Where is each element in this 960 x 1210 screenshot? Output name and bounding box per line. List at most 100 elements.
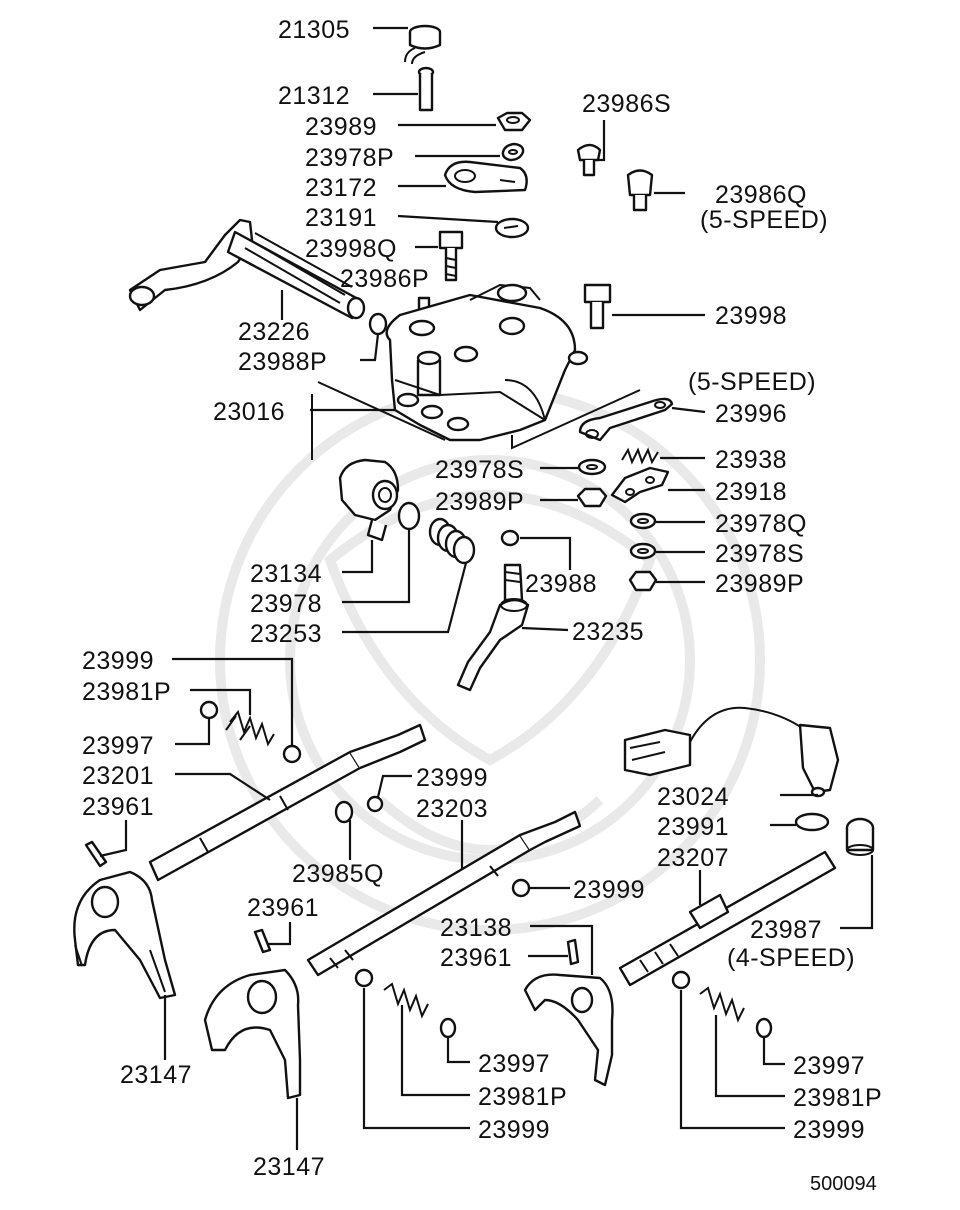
label-23981P-a: 23981P (82, 678, 171, 706)
part-23998 (583, 283, 612, 330)
label-23918: 23918 (715, 478, 787, 506)
label-23201: 23201 (82, 762, 154, 790)
label-21305: 21305 (278, 16, 350, 44)
part-23988P (368, 312, 388, 336)
label-23961-b: 23961 (247, 894, 319, 922)
label-23978S-a: 23978S (435, 456, 524, 484)
label-23998: 23998 (715, 302, 787, 330)
part-23988 (500, 529, 520, 547)
label-23016: 23016 (213, 398, 285, 426)
part-23999-b (366, 795, 384, 813)
part-23203 (306, 810, 582, 977)
label-23978S-b: 23978S (715, 540, 804, 568)
part-23978 (397, 501, 421, 531)
label-5-speed-b: (5-SPEED) (688, 368, 816, 396)
label-23191: 23191 (305, 204, 377, 232)
part-23134 (338, 458, 400, 542)
label-23987: 23987 (750, 916, 822, 944)
part-21305 (404, 24, 442, 65)
label-23989P-a: 23989P (435, 488, 524, 516)
label-23147-b: 23147 (253, 1153, 325, 1181)
part-23191 (494, 217, 530, 239)
label-23997-b: 23997 (478, 1050, 550, 1078)
label-5-speed-a: (5-SPEED) (700, 206, 828, 234)
label-23147-a: 23147 (120, 1061, 192, 1089)
label-23978: 23978 (250, 590, 322, 618)
label-23961-a: 23961 (82, 793, 154, 821)
part-23253 (428, 517, 476, 565)
label-23991: 23991 (657, 813, 729, 841)
part-23999-c (511, 878, 531, 898)
label-23226: 23226 (238, 318, 310, 346)
part-23918 (610, 466, 670, 504)
part-23138 (523, 973, 614, 1087)
label-23988P: 23988P (238, 348, 327, 376)
label-23986S: 23986S (582, 90, 671, 118)
label-23997-a: 23997 (82, 732, 154, 760)
label-23997-c: 23997 (793, 1052, 865, 1080)
part-23961-c (566, 938, 580, 966)
label-23138: 23138 (440, 914, 512, 942)
part-23989 (496, 111, 532, 132)
part-23207 (618, 850, 837, 987)
leader-lines (99, 26, 874, 1150)
part-23998Q (438, 230, 464, 282)
label-23961-c: 23961 (440, 944, 512, 972)
part-23147-a (73, 870, 177, 1000)
part-23997-c (755, 1017, 773, 1039)
label-23985Q: 23985Q (292, 860, 384, 888)
part-23172 (443, 160, 528, 194)
label-23986Q: 23986Q (715, 181, 807, 209)
label-23235: 23235 (572, 618, 644, 646)
label-23134: 23134 (250, 560, 322, 588)
part-23978P (501, 142, 525, 162)
part-23147-b (203, 968, 302, 1100)
part-23961-b (253, 928, 272, 954)
label-23999-d: 23999 (478, 1116, 550, 1144)
part-21312 (417, 66, 435, 112)
label-23978P: 23978P (305, 144, 394, 172)
label-23999-a: 23999 (82, 647, 154, 675)
part-23986S (576, 143, 602, 177)
part-23999-a (282, 744, 302, 764)
part-23978Q (629, 512, 657, 530)
part-23987 (845, 817, 875, 856)
part-labels: 21305 21312 23989 23978P 23172 23191 239… (82, 16, 882, 1195)
label-23207: 23207 (657, 844, 729, 872)
label-23253: 23253 (250, 620, 322, 648)
label-23978Q: 23978Q (715, 510, 807, 538)
part-23226 (128, 218, 366, 320)
label-23024: 23024 (657, 783, 729, 811)
diagram-code: 500094 (810, 1173, 877, 1195)
part-23235 (456, 563, 530, 692)
part-23016 (385, 283, 589, 442)
label-23981P-c: 23981P (793, 1084, 882, 1112)
label-23999-c: 23999 (573, 876, 645, 904)
part-23201 (148, 723, 427, 882)
label-23989: 23989 (305, 113, 377, 141)
part-23997-b (439, 1017, 457, 1039)
part-23938 (621, 447, 659, 465)
label-23172: 23172 (305, 174, 377, 202)
part-23997-a (199, 700, 219, 720)
part-23978S-b (629, 542, 657, 560)
label-23988: 23988 (525, 570, 597, 598)
label-23999-b: 23999 (416, 764, 488, 792)
part-23985Q (334, 800, 354, 824)
label-23981P-b: 23981P (478, 1083, 567, 1111)
label-23986P: 23986P (340, 265, 429, 293)
label-23999-e: 23999 (793, 1116, 865, 1144)
label-4-speed: (4-SPEED) (727, 944, 855, 972)
part-23989P-a (576, 487, 608, 508)
part-23981P-c (699, 986, 745, 1023)
part-23996 (578, 397, 674, 442)
part-23981P-b (383, 982, 429, 1019)
part-drawings (73, 24, 875, 1100)
part-23999-d (354, 968, 374, 988)
label-23998Q: 23998Q (305, 235, 397, 263)
label-23203: 23203 (416, 795, 488, 823)
part-23978S-a (577, 458, 607, 476)
label-23996: 23996 (715, 400, 787, 428)
part-23986Q (626, 169, 654, 212)
part-23961-a (84, 840, 108, 868)
